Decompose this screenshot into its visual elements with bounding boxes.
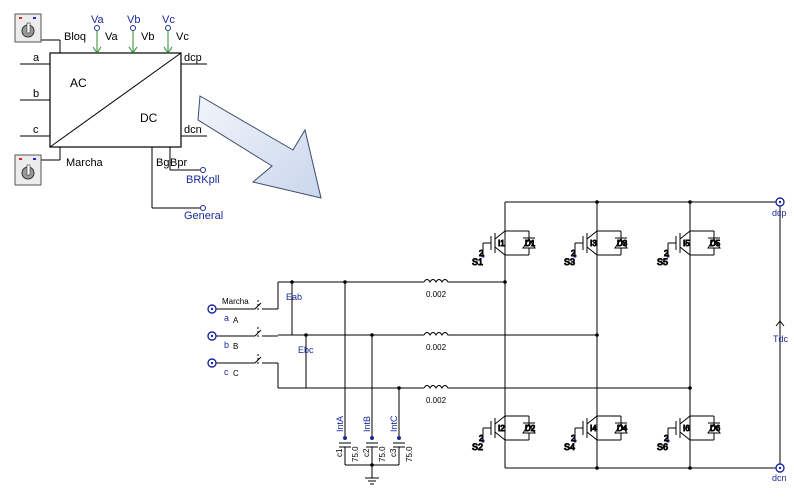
port-dcn-label: dcn (184, 124, 202, 136)
igbt-id-label: I5 (683, 239, 690, 248)
phase-a-label: A (233, 316, 239, 325)
bg-label: Bg (156, 157, 169, 169)
marcha-switch-label: Marcha (222, 297, 249, 306)
diode-id-label: D3 (617, 239, 628, 248)
intb-label: IntB (362, 416, 372, 432)
diode-id-label: D4 (617, 424, 628, 433)
gate-signal-label: S4 (564, 442, 575, 452)
inductor-b-value: 0.002 (426, 343, 447, 352)
eab-label: Eab (286, 292, 302, 302)
inductor-labels: 0.002 0.002 0.002 (426, 290, 447, 405)
ebc-label: Ebc (298, 345, 314, 355)
gate-signal-label: S5 (657, 257, 668, 267)
dc-label: DC (140, 111, 158, 125)
gate-signal-label: S2 (472, 442, 483, 452)
igbt-id-label: I6 (683, 424, 690, 433)
va-top-label: Va (91, 14, 105, 26)
gate-signal-label: S1 (472, 257, 483, 267)
igbt-id-label: I2 (498, 424, 505, 433)
c1-value: 75.0 (351, 446, 360, 462)
node-c-label: c (224, 367, 229, 377)
capacitor-probes: IntA IntB IntC c1 c2 c3 75.0 75.0 75.0 (335, 415, 414, 462)
inverter-schematic (215, 201, 781, 485)
c2-label: c2 (362, 448, 371, 457)
igbt-id-label: I3 (590, 239, 597, 248)
inta-label: IntA (335, 416, 345, 432)
brkpll-output-label: BRKpll (186, 174, 220, 186)
expand-arrow-icon (197, 95, 322, 199)
node-a-label: a (224, 313, 229, 323)
gate-pin-label: 2 (571, 434, 576, 443)
diode-id-label: D5 (710, 239, 721, 248)
inductor-c-value: 0.002 (426, 396, 447, 405)
diode-id-label: D6 (710, 424, 721, 433)
gate-signal-label: S3 (564, 257, 575, 267)
inductor-a-value: 0.002 (426, 290, 447, 299)
vb-bottom-label: Vb (141, 31, 154, 43)
phase-c-label: C (233, 369, 239, 378)
voltage-meter-vb[interactable]: Vb Vb (127, 14, 154, 54)
diode-id-label: D1 (525, 239, 536, 248)
voltmeter-labels: Eab Ebc (286, 292, 314, 355)
bpr-label: Bpr (170, 157, 187, 169)
junction-dots (290, 200, 692, 470)
igbt-id-label: I1 (498, 239, 505, 248)
converter-block[interactable]: AC DC a b c dcp dcn Bloq Marcha Bg Bpr B… (20, 31, 223, 222)
c2-value: 75.0 (378, 446, 387, 462)
port-dcp-label: dcp (184, 52, 202, 64)
node-b-label: b (224, 340, 229, 350)
gate-pin-label: 2 (664, 249, 669, 258)
gate-pin-label: 2 (479, 249, 484, 258)
diode-id-label: D2 (525, 424, 536, 433)
c1-label: c1 (335, 448, 344, 457)
dcn-terminal-label: dcn (772, 473, 787, 483)
port-a-label: a (33, 52, 40, 64)
phase-b-label: B (233, 342, 238, 351)
vb-top-label: Vb (127, 14, 140, 26)
dc-terminals: dcp dcn Tdc (772, 197, 789, 483)
bloq-switch-icon[interactable] (14, 13, 42, 43)
gate-signal-label: S6 (657, 442, 668, 452)
igbt-id-label: I4 (590, 424, 597, 433)
gate-pin-label: 2 (664, 434, 669, 443)
voltage-meter-vc[interactable]: Vc Vc (162, 14, 189, 54)
marcha-switch-icon[interactable] (14, 154, 42, 186)
intc-label: IntC (389, 415, 399, 432)
vc-top-label: Vc (162, 14, 175, 26)
voltage-meter-va[interactable]: Va Va (91, 14, 119, 54)
gate-pin-label: 2 (571, 249, 576, 258)
gate-pin-label: 2 (479, 434, 484, 443)
tdc-sensor-label: Tdc (773, 334, 789, 344)
ac-label: AC (70, 76, 87, 90)
bloq-label: Bloq (64, 31, 86, 43)
c3-label: c3 (389, 448, 398, 457)
c3-value: 75.0 (405, 446, 414, 462)
ac-terminals: Marcha a A b B c C (207, 297, 249, 378)
marcha-block-label: Marcha (66, 157, 104, 169)
general-output-label: General (184, 210, 223, 222)
vc-bottom-label: Vc (176, 31, 189, 43)
dcp-terminal-label: dcp (772, 208, 787, 218)
port-c-label: c (33, 124, 39, 136)
port-b-label: b (33, 88, 39, 100)
va-bottom-label: Va (105, 31, 119, 43)
